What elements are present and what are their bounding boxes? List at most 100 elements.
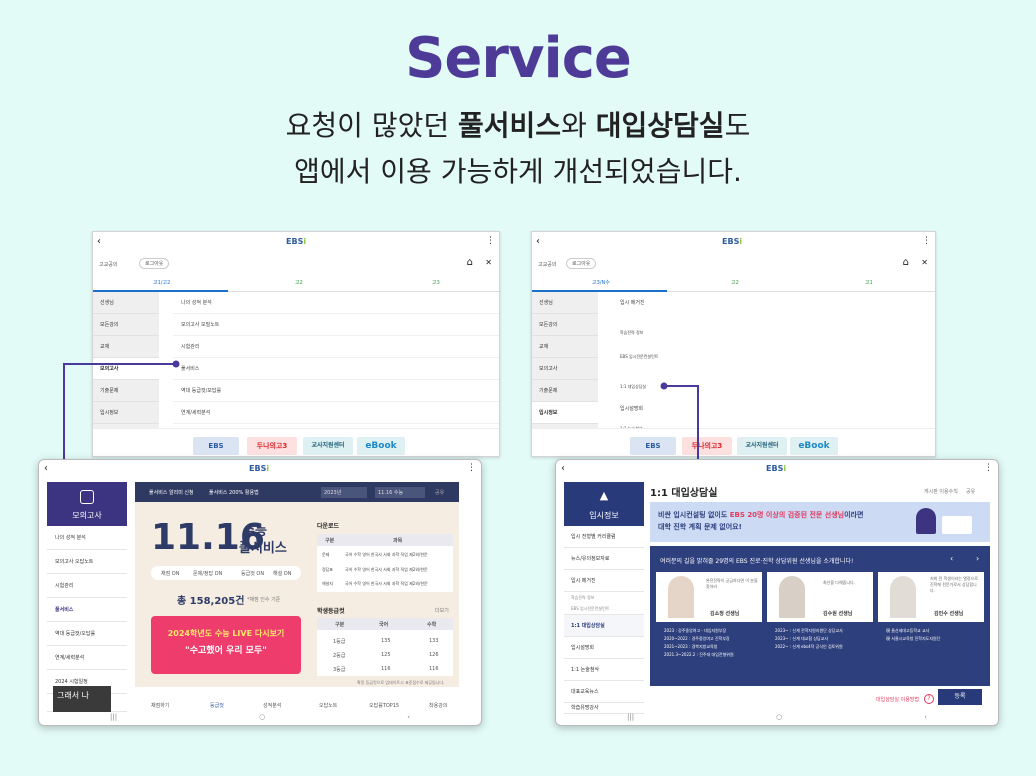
help-link[interactable]: 대입상담실 이용방법: [876, 697, 919, 703]
fs-tab[interactable]: 오답률TOP15: [369, 703, 400, 709]
menu-item[interactable]: 1:1 대입상담실: [620, 384, 647, 389]
share-link[interactable]: 공유: [966, 489, 976, 495]
logo-ebs[interactable]: EBS: [630, 437, 676, 455]
teacher-card[interactable]: 저희 전 학생이라는 열정으로 진학에 전문가로서 상담합니다. 김인수 선생님: [878, 572, 984, 622]
recent-apps-icon[interactable]: |||: [110, 713, 118, 721]
menu-item[interactable]: 연계/세력분석: [173, 402, 499, 424]
more-icon[interactable]: ⋮: [486, 236, 495, 246]
sidebar-subitem[interactable]: 학습전략 정보: [564, 592, 644, 603]
year-select[interactable]: 2023년: [321, 487, 367, 498]
alarm-link[interactable]: 풀서비스 알리미 신청: [149, 490, 194, 496]
fs-tab[interactable]: 착용강의: [429, 703, 448, 709]
sidebar-item[interactable]: 역대 등급컷/오답률: [47, 622, 127, 646]
rules-link[interactable]: 게시판 이용수칙: [924, 489, 958, 495]
back-nav-icon[interactable]: ‹: [407, 713, 410, 721]
home-icon[interactable]: ⌂: [902, 257, 909, 268]
side-item[interactable]: 교재: [93, 336, 159, 358]
logo-teacher[interactable]: 교사지원센터: [303, 437, 353, 455]
sidebar-subitem[interactable]: EBS 입시전문컨설턴트: [564, 603, 644, 615]
logo-ebook[interactable]: eBook: [790, 437, 838, 455]
tab-grade-2[interactable]: 고2: [295, 280, 303, 286]
live-banner[interactable]: 2024학년도 수능 LIVE 다시보기 "수고했어 우리 모두": [151, 616, 301, 674]
sidebar-item[interactable]: 1:1 대입상담실: [564, 615, 644, 637]
video-thumbnail[interactable]: 그래서 나: [53, 686, 111, 712]
logo-dunaui[interactable]: 두나의고3: [247, 437, 297, 455]
recent-apps-icon[interactable]: |||: [627, 713, 635, 721]
menu-item[interactable]: 역대 등급컷/모답률: [173, 380, 499, 402]
sidebar-item[interactable]: 뉴스/유의정보자료: [564, 548, 644, 570]
help-icon[interactable]: ?: [924, 694, 934, 704]
side-item[interactable]: 교재: [532, 336, 598, 358]
share-button[interactable]: 공유: [435, 490, 445, 496]
fs-tab[interactable]: 채점하기: [151, 703, 170, 709]
menu-item[interactable]: 시험관리: [173, 336, 499, 358]
side-item[interactable]: 선생님: [93, 292, 159, 314]
logo-dunaui[interactable]: 두나의고3: [682, 437, 732, 455]
back-icon[interactable]: ‹: [561, 463, 565, 474]
logo-ebs[interactable]: EBS: [193, 437, 239, 455]
fs-tab[interactable]: 오답노트: [319, 703, 338, 709]
fs-tab[interactable]: 등급컷: [210, 703, 224, 709]
close-icon[interactable]: ✕: [485, 258, 492, 267]
sidebar-item[interactable]: 나의 성적 분석: [47, 526, 127, 550]
menu-item[interactable]: EBS 입시전문컨설턴트: [620, 354, 659, 359]
sidebar-item[interactable]: 학습유명강사: [564, 703, 644, 714]
side-item[interactable]: 기출문제: [93, 380, 159, 402]
sidebar-item[interactable]: 입시설명회: [564, 637, 644, 659]
back-icon[interactable]: ‹: [97, 236, 101, 247]
back-icon[interactable]: ‹: [536, 236, 540, 247]
home-icon[interactable]: ⌂: [466, 257, 473, 268]
side-item[interactable]: 입시정보: [93, 402, 159, 424]
logo-ebook[interactable]: eBook: [357, 437, 405, 455]
side-item[interactable]: 모든강의: [532, 314, 598, 336]
side-item[interactable]: 입시정보: [532, 402, 598, 424]
sidebar-item[interactable]: 입시 메거진: [564, 570, 644, 592]
tab-grade-3[interactable]: 고1: [865, 280, 873, 286]
menu-item[interactable]: 입시 메거진: [620, 300, 645, 306]
logo-teacher[interactable]: 교사지원센터: [737, 437, 787, 455]
exam-select[interactable]: 11.16 수능: [375, 487, 425, 498]
sidebar-item[interactable]: 모의고사 오답노트: [47, 550, 127, 574]
home-nav-icon[interactable]: ○: [776, 713, 783, 721]
side-item[interactable]: 모든강의: [93, 314, 159, 336]
grade-cell: 116: [429, 666, 439, 672]
menu-item[interactable]: 입시설명회: [620, 406, 644, 412]
menu-item[interactable]: 풀서비스: [173, 358, 499, 380]
more-icon[interactable]: ⋮: [467, 463, 476, 473]
next-arrow-icon[interactable]: ›: [976, 554, 980, 563]
tab-grade-3[interactable]: 고3: [432, 280, 440, 286]
logout-button[interactable]: 로그아웃: [566, 258, 597, 269]
download-row-subjects[interactable]: 국어 수학 영어 한국사 사회 과학 직업 제2외/한문: [345, 567, 428, 572]
back-nav-icon[interactable]: ‹: [924, 713, 927, 721]
menu-item[interactable]: 모의고사 모밀노트: [173, 314, 499, 336]
sidebar-item[interactable]: 시험관리: [47, 574, 127, 598]
submit-button[interactable]: 등록: [938, 689, 982, 705]
logout-button[interactable]: 로그아웃: [139, 258, 170, 269]
sidebar-item[interactable]: 풀서비스: [47, 598, 127, 622]
sidebar-item[interactable]: 1:1 논술첨삭: [564, 659, 644, 681]
tab-grade-1[interactable]: 고1/고2: [153, 280, 171, 286]
tab-grade-2[interactable]: 고2: [731, 280, 739, 286]
teacher-card[interactable]: 최선을 다해줍니다. 김수원 선생님: [767, 572, 873, 622]
guide-link[interactable]: 풀서비스 200% 활용법: [209, 490, 259, 496]
side-item[interactable]: 선생님: [532, 292, 598, 314]
more-icon[interactable]: ⋮: [984, 463, 993, 473]
tab-grade-1[interactable]: 고3/N수: [592, 280, 610, 286]
menu-item[interactable]: 나의 성적 분석: [173, 292, 499, 314]
sidebar-item[interactable]: 연계/세력분석: [47, 646, 127, 670]
side-item[interactable]: 기출문제: [532, 380, 598, 402]
teacher-card[interactable]: 완전전략이 궁금하다면 이 분을 찾아라 김소정 선생님: [656, 572, 762, 622]
more-icon[interactable]: ⋮: [922, 236, 931, 246]
side-item[interactable]: 모의고사: [532, 358, 598, 380]
sidebar-item[interactable]: 대표교육뉴스: [564, 681, 644, 703]
grade-more-link[interactable]: 더보기: [435, 608, 449, 614]
menu-item[interactable]: 학습전략 정보: [620, 330, 644, 335]
download-row-subjects[interactable]: 국어 수학 영어 한국사 사회 과학 직업 제2외/한문: [345, 552, 428, 557]
back-icon[interactable]: ‹: [44, 463, 48, 474]
prev-arrow-icon[interactable]: ‹: [950, 554, 954, 563]
close-icon[interactable]: ✕: [921, 258, 928, 267]
download-row-subjects[interactable]: 국어 수학 영어 한국사 사회 과학 직업 제2외/한문: [345, 581, 428, 586]
sidebar-item[interactable]: 입시 전형별 커리큘럼: [564, 526, 644, 548]
home-nav-icon[interactable]: ○: [259, 713, 266, 721]
fs-tab[interactable]: 성적분석: [263, 703, 282, 709]
